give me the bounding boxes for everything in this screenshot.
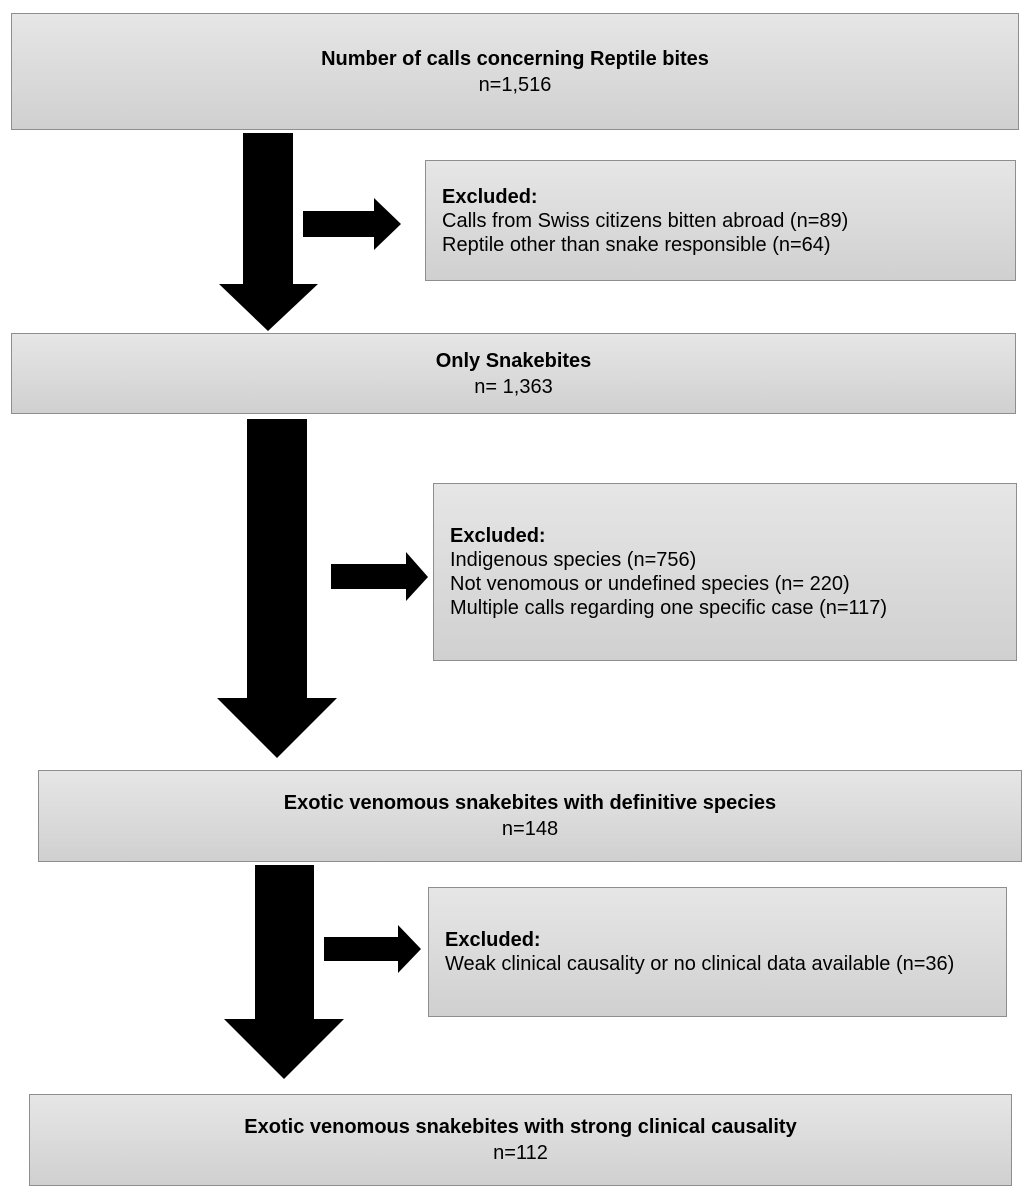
snakebites-box: Only Snakebites n= 1,363 — [11, 333, 1016, 414]
snakebites-count: n= 1,363 — [474, 375, 553, 398]
exclusion-item: Not venomous or undefined species (n= 22… — [450, 573, 850, 595]
exotic-definitive-box: Exotic venomous snakebites with definiti… — [38, 770, 1022, 862]
exclusion-box-1: Excluded: Calls from Swiss citizens bitt… — [425, 160, 1016, 281]
down-arrow-1 — [219, 133, 318, 331]
exclusion-title: Excluded: — [445, 929, 541, 951]
reptile-calls-box: Number of calls concerning Reptile bites… — [11, 13, 1019, 130]
right-arrow-1 — [303, 198, 401, 250]
exclusion-item: Reptile other than snake responsible (n=… — [442, 233, 831, 256]
reptile-calls-count: n=1,516 — [478, 73, 552, 96]
exotic-definitive-title: Exotic venomous snakebites with definiti… — [283, 792, 777, 814]
exclusion-item: Weak clinical causality or no clinical d… — [445, 953, 955, 975]
reptile-calls-title: Number of calls concerning Reptile bites — [321, 47, 709, 70]
right-arrow-2 — [331, 552, 428, 601]
exotic-strong-causality-box: Exotic venomous snakebites with strong c… — [29, 1094, 1012, 1186]
right-arrow-3 — [324, 925, 421, 973]
exclusion-item: Indigenous species (n=756) — [450, 549, 697, 571]
down-arrow-3 — [224, 865, 344, 1079]
exclusion-title: Excluded: — [450, 525, 546, 547]
down-arrow-2 — [217, 419, 337, 758]
exotic-strong-causality-count: n=112 — [493, 1142, 548, 1164]
exclusion-item: Calls from Swiss citizens bitten abroad … — [442, 209, 849, 232]
exclusion-box-3: Excluded: Weak clinical causality or no … — [428, 887, 1007, 1017]
exclusion-box-2: Excluded: Indigenous species (n=756) Not… — [433, 483, 1017, 661]
exotic-strong-causality-title: Exotic venomous snakebites with strong c… — [244, 1116, 797, 1138]
exclusion-item: Multiple calls regarding one specific ca… — [450, 597, 888, 619]
snakebites-title: Only Snakebites — [435, 349, 592, 372]
exclusion-title: Excluded: — [442, 185, 538, 208]
exotic-definitive-count: n=148 — [501, 818, 559, 840]
